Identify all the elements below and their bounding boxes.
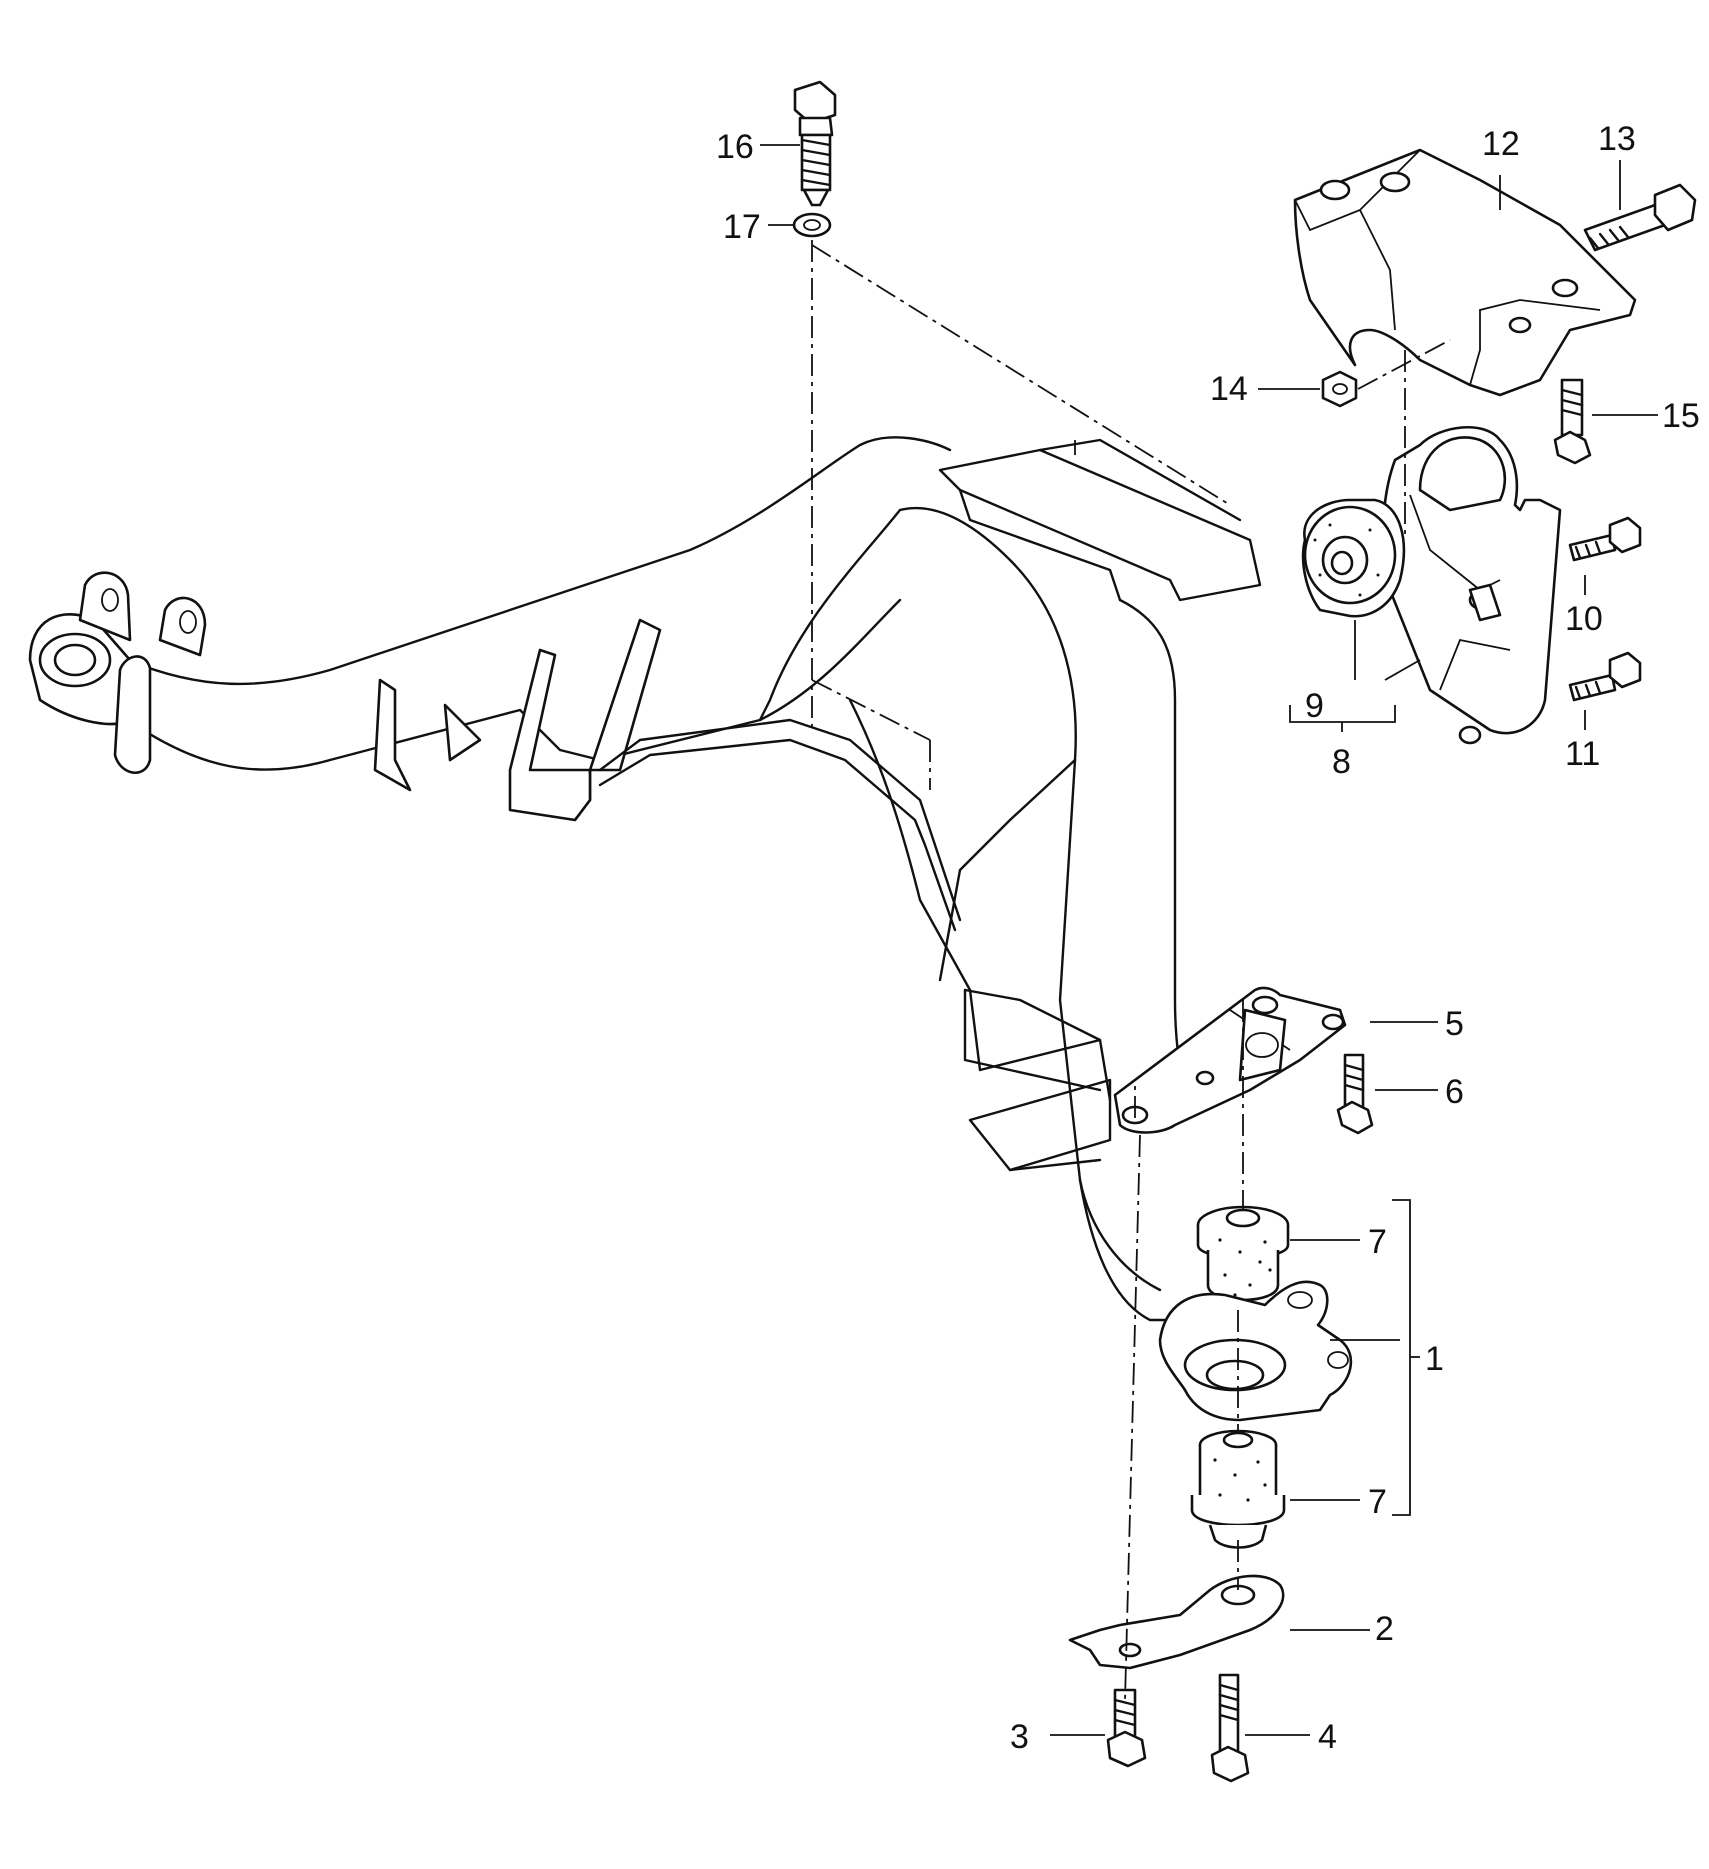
callout-14: 14: [1210, 370, 1248, 408]
bolt-11: [1568, 651, 1642, 702]
callout-12: 12: [1482, 125, 1520, 163]
washer-17: [792, 212, 832, 238]
assembly-centerlines: [811, 240, 1451, 1701]
callout-2: 2: [1375, 1610, 1394, 1648]
callout-16: 16: [716, 128, 754, 166]
bolt-10: [1568, 516, 1642, 562]
mount-8: [1381, 426, 1562, 745]
callout-5: 5: [1445, 1005, 1464, 1043]
callout-9: 9: [1305, 687, 1324, 725]
rubber-mount-7-lower: [1190, 1429, 1286, 1549]
callout-3: 3: [1010, 1718, 1029, 1756]
bushing-9: [1301, 498, 1406, 618]
callout-11: 11: [1565, 735, 1600, 773]
pivot-bracket-1: [1158, 1280, 1353, 1422]
bracket-12: [1293, 148, 1637, 397]
bracket-5: [1113, 986, 1347, 1134]
bolt-3: [1106, 1688, 1147, 1768]
callout-10: 10: [1565, 600, 1603, 638]
callout-13: 13: [1598, 120, 1636, 158]
callout-7-lower: 7: [1368, 1483, 1387, 1521]
bolt-4: [1210, 1673, 1250, 1783]
subframe: [28, 436, 1262, 1322]
bolt-16: [793, 80, 837, 207]
callout-labels: 1 2 3 4 5 6 7 7 8 9 10 11 12 13 14 15 16…: [716, 120, 1700, 1756]
callout-8: 8: [1332, 743, 1351, 781]
callout-15: 15: [1662, 397, 1700, 435]
callout-6: 6: [1445, 1073, 1464, 1111]
nut-14: [1321, 370, 1358, 408]
bolt-6: [1336, 1053, 1374, 1135]
leader-lines: [760, 144, 1658, 1736]
callout-1: 1: [1425, 1340, 1444, 1378]
bolt-15: [1553, 378, 1592, 465]
callout-4: 4: [1318, 1718, 1337, 1756]
callout-17: 17: [723, 208, 761, 246]
bolt-13: [1583, 183, 1697, 252]
callout-7-upper: 7: [1368, 1223, 1387, 1261]
rubber-mount-7-upper: [1196, 1205, 1290, 1302]
plate-2: [1068, 1574, 1285, 1670]
